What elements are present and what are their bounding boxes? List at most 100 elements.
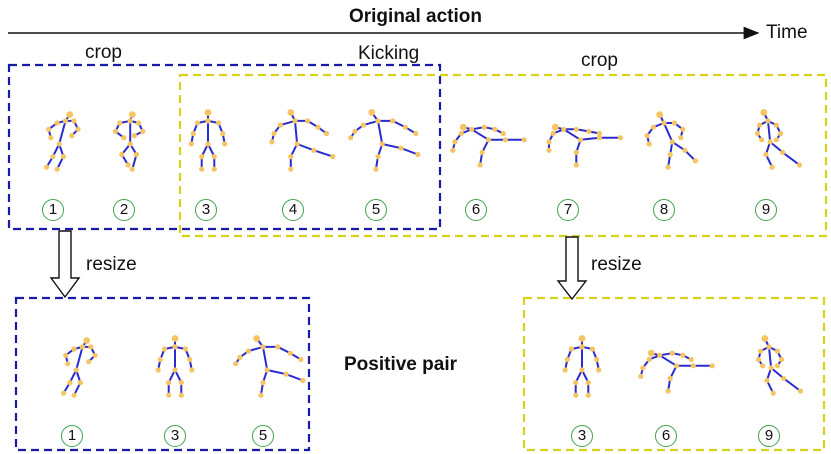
frame-8-joint — [682, 147, 688, 153]
frame-6-joint — [521, 137, 527, 143]
frame-4-joint — [287, 109, 295, 116]
frame-1-joint — [54, 166, 60, 172]
left-pair-frame-1-joint — [67, 380, 73, 386]
left-pair-frame-5-joint — [253, 335, 261, 342]
frame-3-joint — [199, 154, 205, 160]
frame-4-number: 4 — [282, 199, 304, 221]
frame-7-joint — [546, 147, 552, 153]
right-pair-frame-9-skeleton — [755, 335, 804, 396]
frame-8-joint — [650, 124, 657, 130]
left-pair-frame-1-joint — [65, 361, 71, 367]
frame-8-joint — [661, 120, 667, 126]
frame-3-number: 3 — [195, 199, 217, 221]
frame-5-joint — [348, 135, 354, 141]
frame-1-joint — [46, 126, 52, 132]
frame-5-bone — [377, 119, 384, 145]
right-pair-frame-9-bone — [782, 377, 802, 392]
frame-5-joint — [390, 118, 396, 124]
frame-8-bone — [662, 122, 674, 143]
frame-7-joint — [596, 135, 603, 141]
left-pair-frame-1-joint — [73, 367, 79, 373]
left-pair-frame-3-joint — [172, 344, 178, 350]
crop-label-left: crop — [85, 42, 122, 63]
frame-8-joint — [692, 158, 699, 164]
right-pair-frame-6-joint — [673, 363, 680, 369]
frame-7-bone — [579, 136, 601, 141]
frame-7-joint — [573, 162, 579, 168]
frame-7-bone — [562, 128, 582, 141]
right-pair-frame-3-joint — [589, 346, 596, 352]
frame-1-joint — [56, 141, 62, 147]
left-pair-frame-5-number: 5 — [252, 425, 274, 447]
left-pair-frame-3-joint — [166, 392, 172, 398]
left-pair-frame-3-skeleton — [155, 335, 195, 398]
frame-2-joint — [127, 141, 133, 147]
right-pair-frame-9-bone — [770, 366, 785, 380]
frame-6-joint — [479, 149, 485, 155]
frame-9-joint — [767, 139, 773, 145]
frame-6-number: 6 — [465, 199, 487, 221]
frame-6-joint — [481, 124, 487, 130]
right-pair-frame-6-joint — [646, 356, 652, 363]
right-pair-frame-9-joint — [761, 335, 769, 342]
left-pair-frame-1-joint — [83, 337, 91, 344]
left-pair-frame-3-joint — [155, 367, 161, 373]
frame-4-bone — [312, 149, 334, 158]
frame-5-bone — [381, 143, 403, 150]
left-pair-frame-5-joint — [287, 350, 293, 356]
resize-arrow-right — [556, 236, 588, 301]
left-pair-frame-5-joint — [233, 361, 239, 367]
frame-1-joint — [62, 118, 69, 124]
frame-4-joint — [292, 118, 298, 124]
frame-4-joint — [288, 154, 294, 160]
frame-4-joint — [305, 118, 311, 124]
frame-1-joint — [48, 135, 54, 141]
crop-box-blue — [7, 63, 442, 231]
right-pair-frame-6-joint — [647, 349, 655, 357]
frame-5-joint — [398, 145, 404, 151]
frame-1-joint — [66, 111, 74, 118]
frame-1-joint — [71, 118, 77, 124]
resized-box-blue — [14, 296, 311, 452]
frame-3-joint — [204, 109, 212, 116]
frame-9-joint — [778, 130, 784, 137]
positive-pair-label: Positive pair — [344, 354, 457, 375]
left-pair-frame-5-joint — [283, 371, 289, 377]
frame-1-skeleton — [44, 111, 81, 172]
frame-8-joint — [678, 135, 684, 141]
frame-9-skeleton — [754, 109, 803, 170]
frame-6-joint — [485, 137, 492, 143]
left-pair-frame-5-joint — [298, 356, 304, 363]
frame-4-joint — [330, 154, 336, 160]
frame-2-skeleton — [112, 111, 146, 172]
frame-5-joint — [402, 124, 408, 130]
frame-6-joint — [477, 162, 483, 168]
left-pair-frame-1-joint — [92, 352, 98, 358]
frame-2-joint — [128, 111, 136, 118]
frame-4-bone — [296, 143, 315, 152]
frame-7-skeleton — [546, 123, 624, 168]
frame-6-joint — [469, 126, 475, 132]
left-pair-frame-5-joint — [260, 380, 266, 386]
frame-5-bone — [400, 147, 419, 156]
frame-4-joint — [271, 130, 277, 137]
frame-9-joint — [780, 149, 786, 155]
left-pair-frame-3-joint — [187, 356, 193, 363]
frame-1-joint — [44, 164, 50, 170]
frame-6-bone — [470, 128, 490, 141]
right-pair-frame-6-joint — [640, 365, 646, 371]
frame-4-joint — [315, 124, 321, 130]
frame-7-joint — [573, 149, 579, 155]
left-pair-frame-5-joint — [258, 392, 264, 398]
right-pair-frame-6-skeleton — [638, 349, 715, 394]
frame-9-bone — [769, 140, 784, 154]
frame-4-joint — [269, 139, 275, 145]
left-pair-frame-3-joint — [182, 346, 189, 352]
frame-7-joint — [596, 130, 603, 137]
action-label: Kicking — [358, 43, 420, 64]
frame-3-joint — [194, 120, 201, 126]
frame-7-joint — [550, 130, 556, 137]
frame-3-joint — [190, 130, 196, 137]
frame-3-joint — [215, 120, 222, 126]
frame-2-joint — [136, 120, 142, 126]
